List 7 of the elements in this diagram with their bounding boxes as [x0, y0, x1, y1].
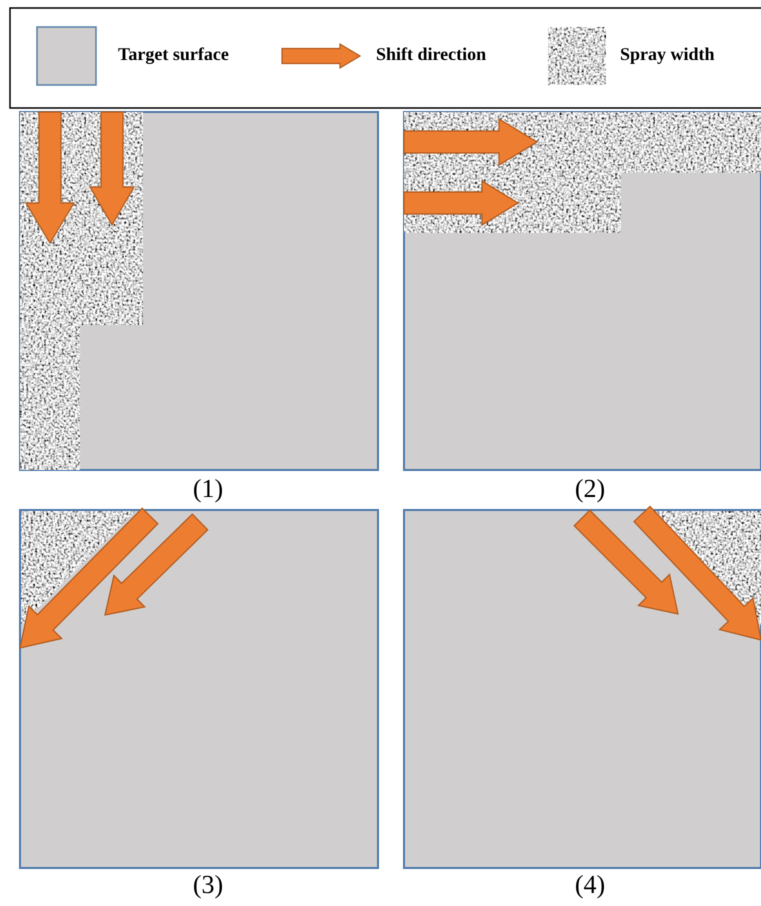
legend-label: Shift direction	[376, 44, 486, 65]
legend-label: Spray width	[620, 44, 715, 65]
panel-label: (2)	[574, 474, 606, 504]
legend-label: Target surface	[118, 44, 229, 65]
panel-label: (1)	[192, 474, 224, 504]
panel-label: (3)	[192, 870, 224, 900]
panel-label: (4)	[574, 870, 606, 900]
